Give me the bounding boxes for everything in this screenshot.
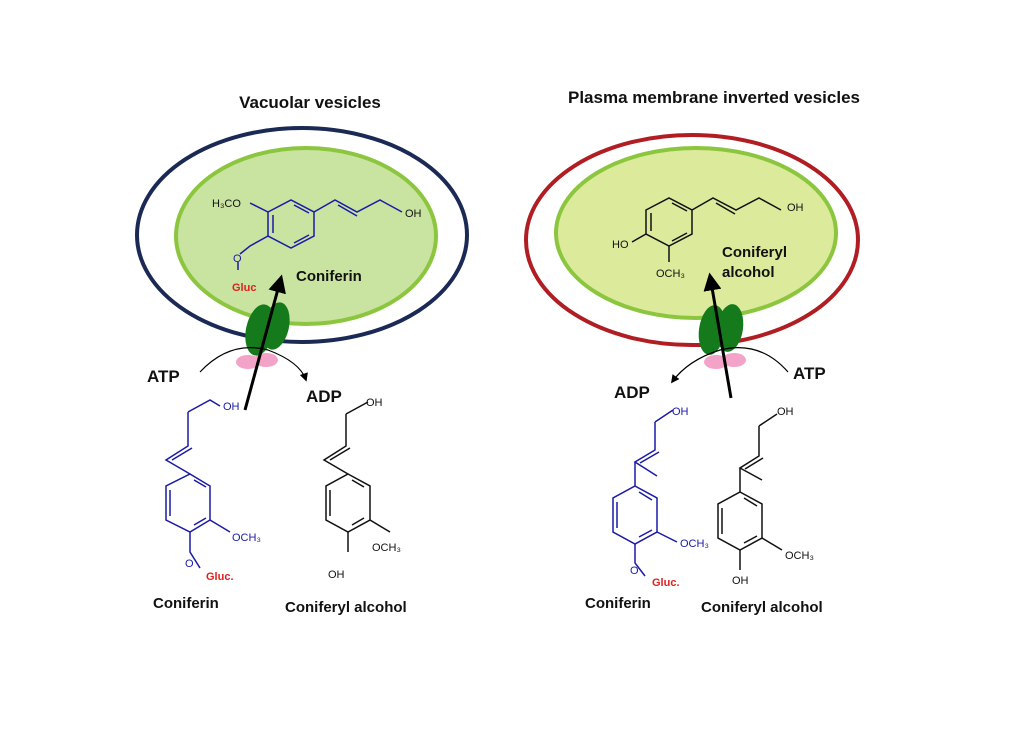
plasma-membrane-vesicle-lumen: [554, 146, 838, 320]
atp-hydrolysis-arrow-icon: [199, 347, 308, 382]
oh-label: OH: [732, 575, 749, 587]
substrate-b-left: Coniferyl alcohol: [285, 599, 407, 616]
oh-label: OH: [328, 569, 345, 581]
oh-label: OH: [405, 208, 422, 220]
oh-label: OH: [787, 202, 804, 214]
right-panel: Plasma membrane inverted vesicles OH HO …: [524, 88, 860, 616]
inside-label-left: Coniferin: [296, 268, 362, 285]
och3-label: OCH₃: [785, 550, 814, 562]
adp-label-right: ADP: [614, 383, 650, 402]
transport-direction-arrow-icon: [243, 274, 286, 411]
oh-label: OH: [223, 401, 240, 413]
coniferin-structure-inside: [237, 199, 403, 270]
och3-label: OCH₃: [656, 268, 685, 280]
och3-label: OCH₃: [232, 532, 261, 544]
och3-label: OCH₃: [372, 542, 401, 554]
coniferyl-alcohol-structure-right: [717, 413, 783, 570]
coniferin-structure-right: [612, 409, 678, 577]
o-label: O: [185, 558, 194, 570]
coniferyl-alcohol-structure-left: [322, 401, 391, 552]
substrate-a-left: Coniferin: [153, 595, 219, 612]
transport-direction-arrow-icon: [703, 272, 733, 399]
ho-label: HO: [612, 239, 629, 251]
o-label: O: [630, 565, 639, 577]
gluc-label: Gluc.: [206, 571, 234, 583]
adp-label-left: ADP: [306, 387, 342, 406]
transporter-icon: [236, 302, 290, 369]
panel-title-left: Vacuolar vesicles: [239, 93, 381, 112]
gluc-label: Gluc: [232, 282, 256, 294]
left-panel: Vacuolar vesicles H₃CO OH O Gluc Conifer…: [135, 93, 469, 616]
gluc-label: Gluc.: [652, 577, 680, 589]
inside-label-right-2: alcohol: [722, 264, 775, 281]
o-label: O: [233, 253, 242, 265]
atp-hydrolysis-arrow-icon: [671, 347, 789, 384]
inside-label-right-1: Coniferyl: [722, 244, 787, 261]
substrate-a-right: Coniferin: [585, 595, 651, 612]
h3co-label: H₃CO: [212, 198, 241, 210]
oh-label: OH: [366, 397, 383, 409]
atp-label-left: ATP: [147, 367, 180, 386]
coniferyl-alcohol-structure-inside: [631, 197, 782, 262]
atp-label-right: ATP: [793, 364, 826, 383]
substrate-b-right: Coniferyl alcohol: [701, 599, 823, 616]
oh-label: OH: [777, 406, 794, 418]
och3-label: OCH₃: [680, 538, 709, 550]
panel-title-right: Plasma membrane inverted vesicles: [568, 88, 860, 107]
coniferin-structure-left: [164, 399, 231, 569]
oh-label: OH: [672, 406, 689, 418]
